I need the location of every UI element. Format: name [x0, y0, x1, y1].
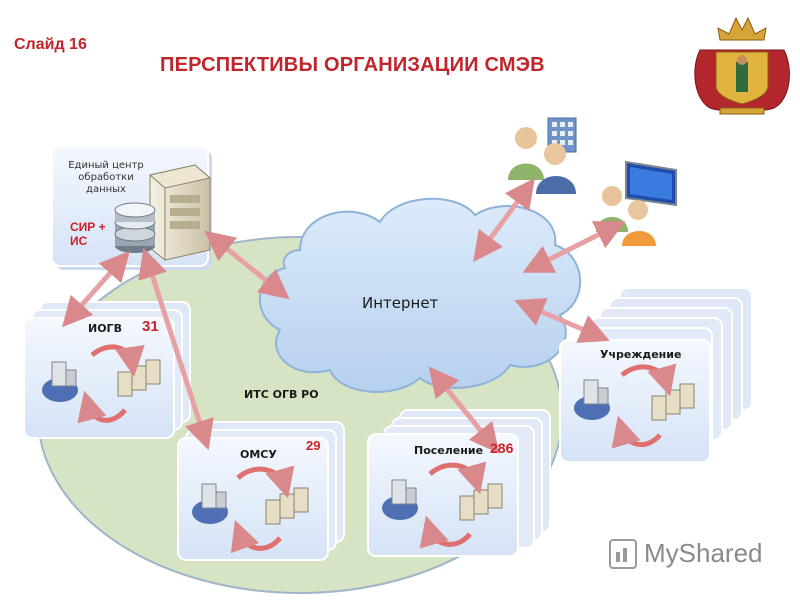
workstation-icon	[192, 483, 228, 524]
servers-icon	[265, 487, 309, 525]
institution-label: Учреждение	[600, 348, 682, 361]
slide-title: ПЕРСПЕКТИВЫ ОРГАНИЗАЦИИ СМЭВ	[160, 54, 545, 76]
institution-card-stack	[559, 287, 753, 463]
data-center-label-line1: Единый центр	[68, 160, 144, 171]
data-center-label-line2: обработки	[78, 172, 134, 183]
internet-label: Интернет	[362, 294, 439, 312]
arrow-internet-settlement	[428, 366, 500, 454]
omsu-card-stack	[177, 421, 345, 561]
settlement-label: Поселение	[414, 444, 484, 457]
watermark-logo-icon	[609, 539, 637, 569]
workstation-icon	[382, 479, 418, 520]
data-center-label: Единый центр обработки данных	[60, 160, 152, 196]
sir-label-line1: СИР +	[70, 220, 106, 234]
arrow-center-iogv	[62, 250, 130, 328]
arrow-center-omsu	[138, 247, 214, 451]
watermark-text: MyShared	[644, 538, 763, 568]
users-building-icon	[508, 117, 577, 194]
settlement-count: 286	[490, 440, 514, 456]
slide-number: Слайд 16	[14, 36, 87, 53]
servers-icon	[459, 483, 503, 521]
arrow-internet-institution	[514, 298, 610, 343]
omsu-label: ОМСУ	[240, 448, 277, 461]
sir-label: СИР + ИС	[70, 220, 106, 248]
iogv-count: 31	[142, 318, 159, 335]
arrow-internet-users-computer	[522, 221, 626, 273]
sir-label-line2: ИС	[70, 234, 88, 248]
arrow-center-internet	[204, 230, 290, 300]
network-label: ИТС ОГВ РО	[244, 388, 319, 401]
settlement-card-stack	[367, 409, 551, 557]
workstation-icon	[574, 379, 610, 420]
data-center-card	[51, 145, 212, 270]
connection-arrows	[62, 177, 626, 454]
omsu-count: 29	[306, 438, 321, 453]
server-icon	[148, 164, 212, 261]
iogv-label: ИОГВ	[88, 322, 122, 335]
data-center-label-line3: данных	[86, 184, 126, 195]
coat-of-arms-emblem	[694, 16, 790, 115]
database-icon	[114, 202, 156, 253]
workstation-icon	[42, 361, 78, 402]
users-computer-icon	[596, 160, 677, 246]
servers-icon	[651, 383, 695, 421]
arrow-internet-users	[473, 177, 535, 263]
